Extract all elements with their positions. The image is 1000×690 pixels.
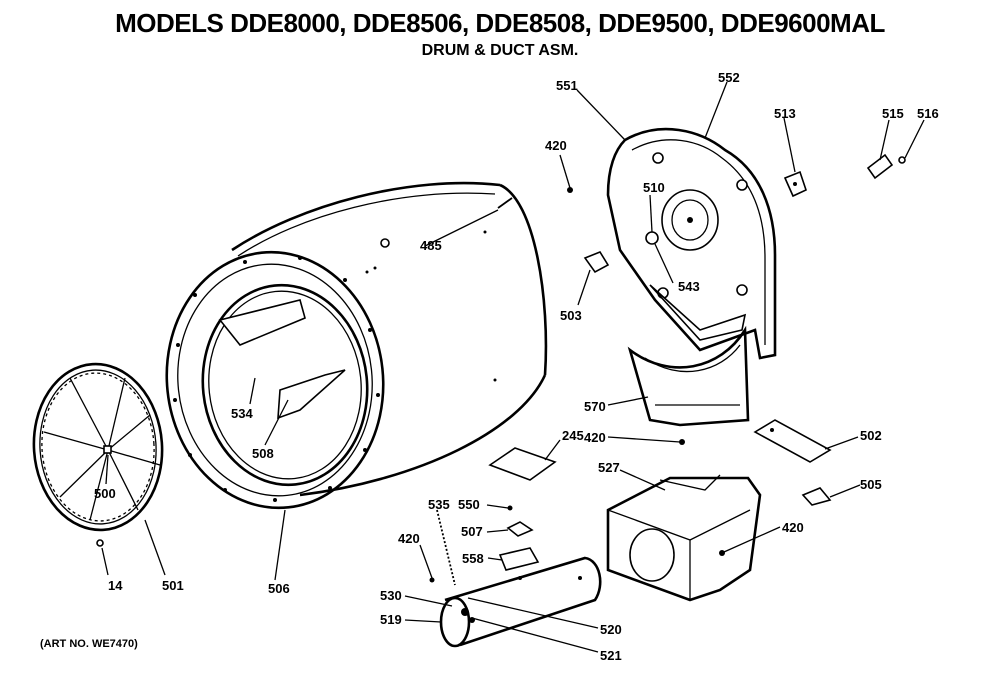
callout-420-c: 420	[782, 520, 804, 535]
callout-510: 510	[643, 180, 665, 195]
callout-515: 515	[882, 106, 904, 121]
exhaust-duct-part	[606, 474, 762, 602]
fastener-420-b	[679, 439, 685, 445]
callout-labels: 551 552 513 515 516 420 485 510 543 503 …	[94, 70, 939, 663]
callout-543: 543	[678, 279, 700, 294]
callout-508: 508	[252, 446, 274, 461]
callout-507: 507	[461, 524, 483, 539]
rear-housing-part	[567, 127, 777, 360]
art-number: (ART NO. WE7470)	[40, 638, 138, 650]
bracket-502-part	[753, 419, 832, 463]
callout-501: 501	[162, 578, 184, 593]
callout-550: 550	[458, 497, 480, 512]
leader-lines	[101, 81, 925, 653]
plate-245-part	[488, 447, 557, 481]
callout-521: 521	[600, 648, 622, 663]
callout-485: 485	[420, 238, 442, 253]
page-title: MODELS DDE8000, DDE8506, DDE8508, DDE950…	[115, 8, 885, 38]
callout-500: 500	[94, 486, 116, 501]
callout-503: 503	[560, 308, 582, 323]
callout-513: 513	[774, 106, 796, 121]
callout-519: 519	[380, 612, 402, 627]
callout-420-b: 420	[584, 430, 606, 445]
callout-534: 534	[231, 406, 253, 421]
heater-part	[429, 505, 602, 648]
callout-552: 552	[718, 70, 740, 85]
callout-570: 570	[584, 399, 606, 414]
small-hardware-parts	[783, 153, 906, 198]
drum-part	[165, 181, 548, 510]
duct-570-part	[627, 325, 750, 427]
callout-502: 502	[860, 428, 882, 443]
callout-420-d: 420	[398, 531, 420, 546]
callout-506: 506	[268, 581, 290, 596]
callout-558: 558	[462, 551, 484, 566]
callout-505: 505	[860, 477, 882, 492]
drum-ring-bolts	[173, 230, 497, 502]
front-seal-part	[32, 362, 164, 547]
callout-551: 551	[556, 78, 578, 93]
callout-527: 527	[598, 460, 620, 475]
callout-535: 535	[428, 497, 450, 512]
callout-14: 14	[108, 578, 123, 593]
callout-420-a: 420	[545, 138, 567, 153]
callout-520: 520	[600, 622, 622, 637]
callout-516: 516	[917, 106, 939, 121]
page-subtitle: DRUM & DUCT ASM.	[421, 42, 579, 59]
callout-245: 245	[562, 428, 584, 443]
callout-530: 530	[380, 588, 402, 603]
part-505	[801, 487, 832, 506]
